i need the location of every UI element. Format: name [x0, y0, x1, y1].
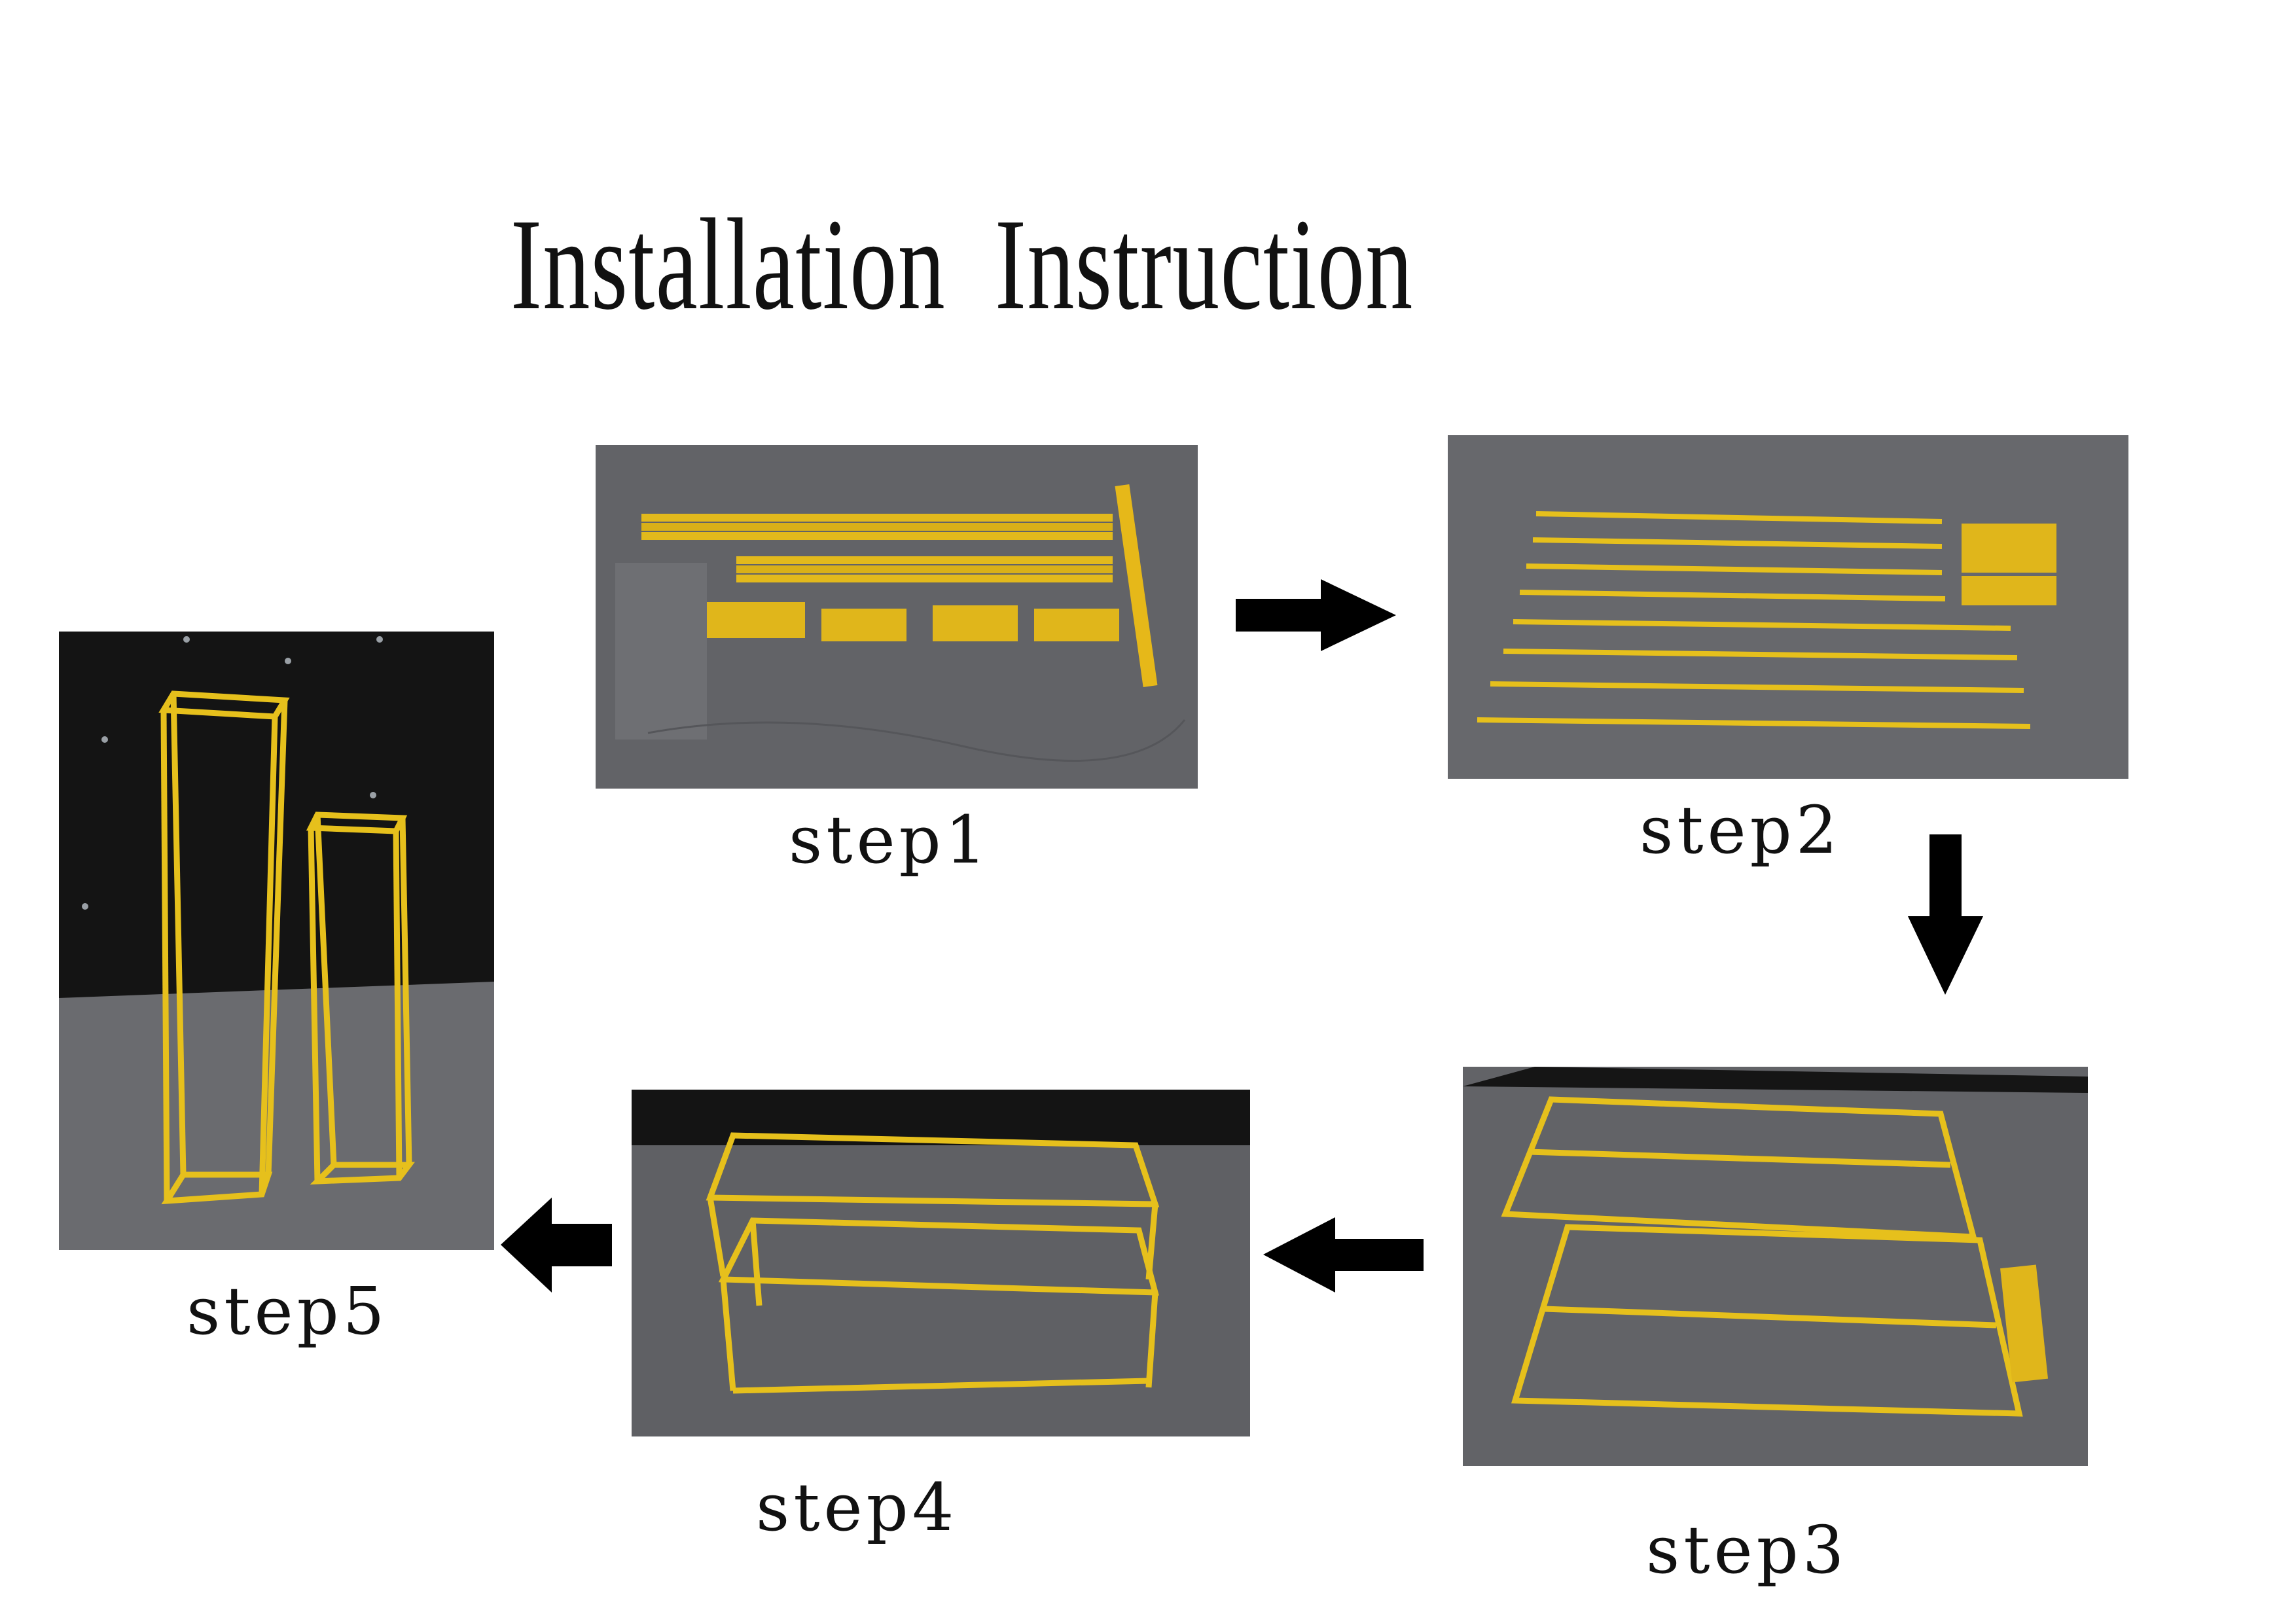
step4-photo: [632, 1090, 1250, 1436]
arrow-icon: [1236, 579, 1396, 651]
arrow-icon: [1263, 1217, 1424, 1293]
step2-label: step2: [1640, 792, 1842, 868]
page-title: Installation Instruction: [511, 192, 1414, 337]
step3-label: step3: [1646, 1512, 1848, 1588]
step1-photo: [596, 445, 1198, 789]
step4-label: step4: [756, 1469, 958, 1546]
step2-photo: [1448, 435, 2128, 779]
step5-photo: [59, 632, 494, 1250]
step5-label: step5: [187, 1273, 389, 1349]
arrow-icon: [1908, 834, 1983, 995]
arrow-icon: [501, 1198, 612, 1293]
step1-label: step1: [789, 802, 991, 878]
step3-photo: [1463, 1067, 2088, 1466]
